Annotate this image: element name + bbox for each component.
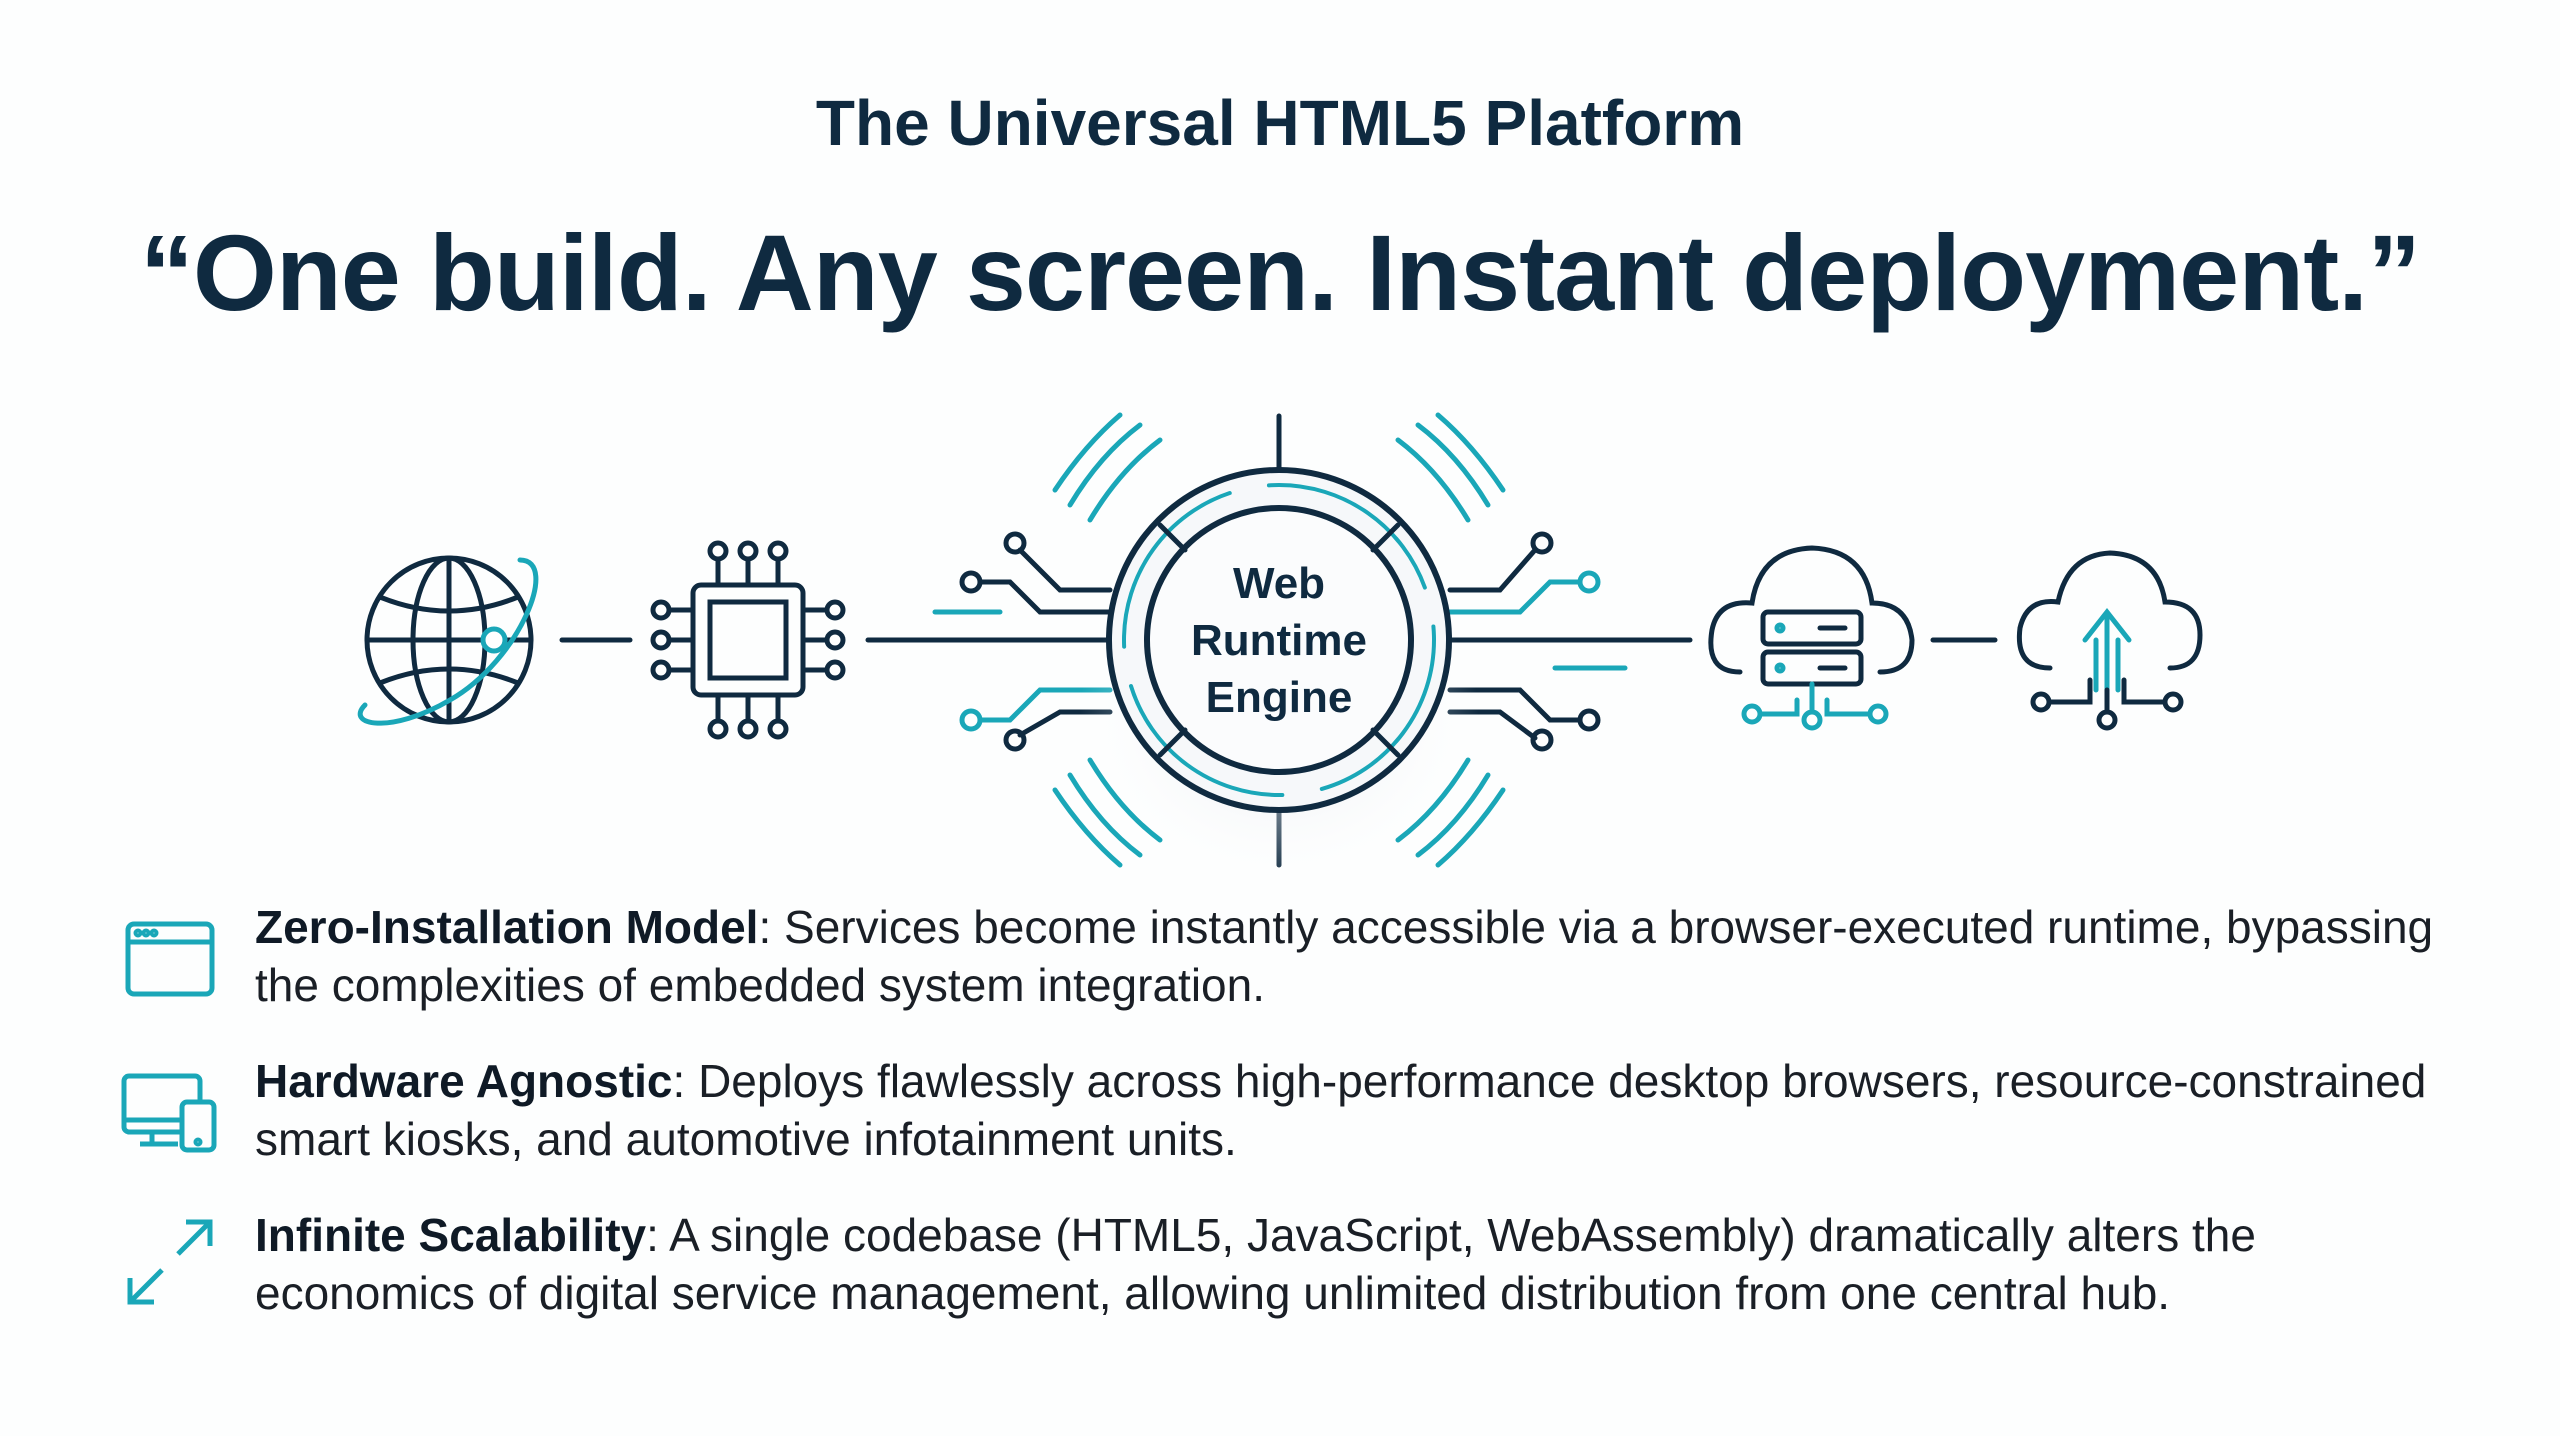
- devices-icon: [121, 1073, 217, 1153]
- subtitle: The Universal HTML5 Platform: [815, 87, 1745, 159]
- bullet-zero-installation: Zero-Installation Model: Services become…: [120, 898, 2500, 1018]
- bullet-hardware-agnostic: Hardware Agnostic: Deploys flawlessly ac…: [120, 1052, 2500, 1172]
- engine-label-line-3: Engine: [1206, 673, 1353, 722]
- bullet-text: Zero-Installation Model: Services become…: [255, 898, 2455, 1014]
- expand-arrows-icon: [127, 1219, 213, 1305]
- web-runtime-engine: Web Runtime Engine: [1052, 412, 1506, 870]
- cloud-upload-icon: [2016, 550, 2203, 731]
- bullet-text: Infinite Scalability: A single codebase …: [255, 1206, 2455, 1322]
- bullet-infinite-scalability: Infinite Scalability: A single codebase …: [120, 1206, 2500, 1326]
- chip-icon: [650, 540, 846, 740]
- engine-label-line-2: Runtime: [1191, 616, 1367, 665]
- bullet-text: Hardware Agnostic: Deploys flawlessly ac…: [255, 1052, 2455, 1168]
- bullet-body: : A single codebase (HTML5, JavaScript, …: [255, 1209, 2256, 1319]
- headline-quote: “One build. Any screen. Instant deployme…: [139, 212, 2421, 333]
- engine-label-line-1: Web: [1233, 559, 1325, 608]
- cloud-server-icon: [1708, 545, 1915, 731]
- bullet-body: : Services become instantly accessible v…: [255, 901, 2434, 1011]
- signal-waves: [1052, 412, 1506, 868]
- bullet-title: Zero-Installation Model: [255, 901, 759, 953]
- globe-icon: [357, 555, 539, 726]
- bullet-body: : Deploys flawlessly across high-perform…: [255, 1055, 2427, 1165]
- bullet-title: Infinite Scalability: [255, 1209, 647, 1261]
- browser-window-icon: [125, 921, 215, 997]
- bullet-title: Hardware Agnostic: [255, 1055, 673, 1107]
